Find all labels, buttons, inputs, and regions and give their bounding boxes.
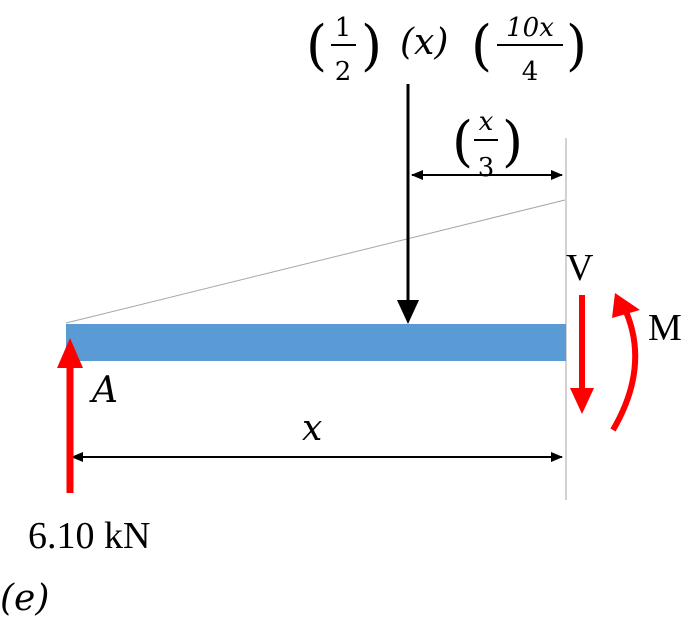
reaction-value-label: 6.10 kN <box>28 515 150 557</box>
paren-right-2: ) <box>566 14 587 77</box>
lever-arm-numerator: x <box>479 107 494 137</box>
lever-arm-denominator: 3 <box>478 153 495 183</box>
frac2-numerator: 10x <box>506 13 554 43</box>
moment-arrowhead <box>612 293 640 318</box>
shear-label: V <box>566 247 594 289</box>
shear-force-arrowhead <box>570 388 594 414</box>
support-a-label: A <box>89 370 118 411</box>
reaction-force-arrowhead <box>57 338 83 368</box>
moment-label: M <box>648 307 682 349</box>
distributed-load-outline <box>65 199 566 324</box>
beam <box>66 324 566 361</box>
frac1-denominator: 2 <box>335 57 352 87</box>
paren-left-3: ( <box>452 110 473 173</box>
moment-arc <box>610 305 639 432</box>
panel-label: (e) <box>0 578 49 619</box>
resultant-force-arrowhead <box>397 300 419 324</box>
paren-right-3: ) <box>502 110 523 173</box>
frac2-denominator: 4 <box>522 57 539 87</box>
length-label: x <box>302 408 322 449</box>
paren-left-2: ( <box>471 14 492 77</box>
paren-right-1: ) <box>361 14 382 77</box>
lever-arm-expression: ( x 3 ) <box>452 107 523 183</box>
factor-x: (x) <box>400 22 448 63</box>
frac1-numerator: 1 <box>335 13 352 43</box>
resultant-load-expression: ( 1 2 ) (x) ( 10x 4 ) <box>306 13 587 87</box>
paren-left-1: ( <box>306 14 327 77</box>
